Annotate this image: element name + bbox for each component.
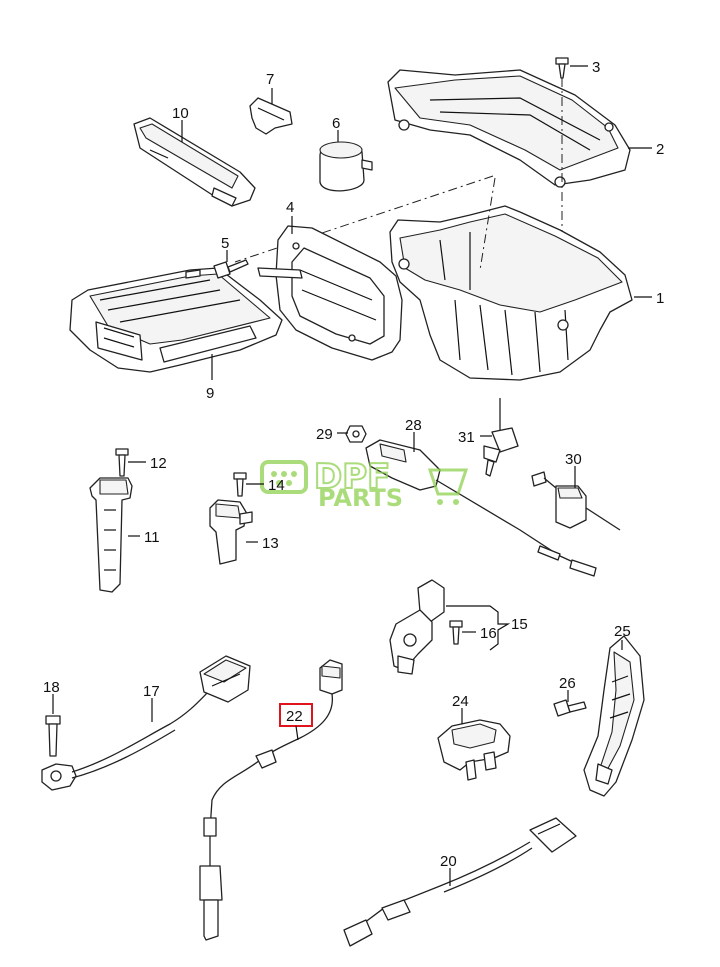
callout-15: 15 (511, 616, 528, 633)
callout-20: 20 (440, 853, 457, 870)
callout-13: 13 (262, 535, 279, 552)
part-6-relay (319, 141, 373, 192)
part-4-frame (257, 225, 403, 361)
callout-16: 16 (480, 625, 497, 642)
callout-25: 25 (614, 623, 631, 640)
callout-26: 26 (559, 675, 576, 692)
part-20-lambda-sensor (343, 817, 577, 947)
callout-17: 17 (143, 683, 160, 700)
part-5-screw (213, 259, 249, 279)
callouts: 3 2 1 7 10 6 4 5 9 29 28 31 30 12 11 14 (43, 59, 664, 886)
callout-18: 18 (43, 679, 60, 696)
part-18-bolt (45, 715, 61, 757)
part-2-housing-cover (387, 69, 631, 188)
callout-28: 28 (405, 417, 422, 434)
callout-31: 31 (458, 429, 475, 446)
part-13-sensor (209, 499, 253, 565)
part-26-screw (553, 699, 587, 717)
part-24-pressure-sensor (437, 719, 511, 781)
callout-29: 29 (316, 426, 333, 443)
part-7-clip (249, 97, 293, 135)
part-3-screw (555, 57, 569, 325)
watermark-logo: DPF PARTS (260, 456, 469, 512)
watermark-plug-icon (260, 460, 308, 494)
part-16-screw (449, 620, 463, 645)
callout-6: 6 (332, 115, 340, 132)
part-30-connector (531, 471, 621, 531)
watermark-word-2: PARTS (318, 484, 403, 512)
callout-2: 2 (656, 141, 664, 158)
part-25-bracket (583, 635, 645, 797)
callout-3: 3 (592, 59, 600, 76)
callout-24: 24 (452, 693, 469, 710)
part-9-control-unit (69, 267, 283, 373)
part-11-sensor-bracket (89, 477, 133, 593)
part-15-sensor (389, 579, 445, 675)
part-22-temperature-sensor (199, 659, 343, 941)
callout-12: 12 (150, 455, 167, 472)
part-12-screw (115, 448, 129, 477)
callout-4: 4 (286, 199, 294, 216)
part-14-screw (233, 472, 247, 497)
callout-1: 1 (656, 290, 664, 307)
callout-5: 5 (221, 235, 229, 252)
callout-7: 7 (266, 71, 274, 88)
part-31-sensor (483, 398, 519, 477)
callout-22: 22 (286, 708, 303, 725)
watermark-cart-icon (427, 468, 469, 496)
callout-9: 9 (206, 385, 214, 402)
part-1-housing-base (389, 205, 633, 381)
callout-30: 30 (565, 451, 582, 468)
callout-14: 14 (268, 477, 285, 494)
part-28-sensor (365, 439, 597, 577)
part-29-nut (345, 425, 367, 443)
part-10-bracket (133, 117, 256, 207)
callout-10: 10 (172, 105, 189, 122)
callout-11: 11 (144, 529, 160, 546)
watermark-word-1: DPF (314, 457, 390, 497)
part-17-knock-sensor (41, 655, 251, 791)
